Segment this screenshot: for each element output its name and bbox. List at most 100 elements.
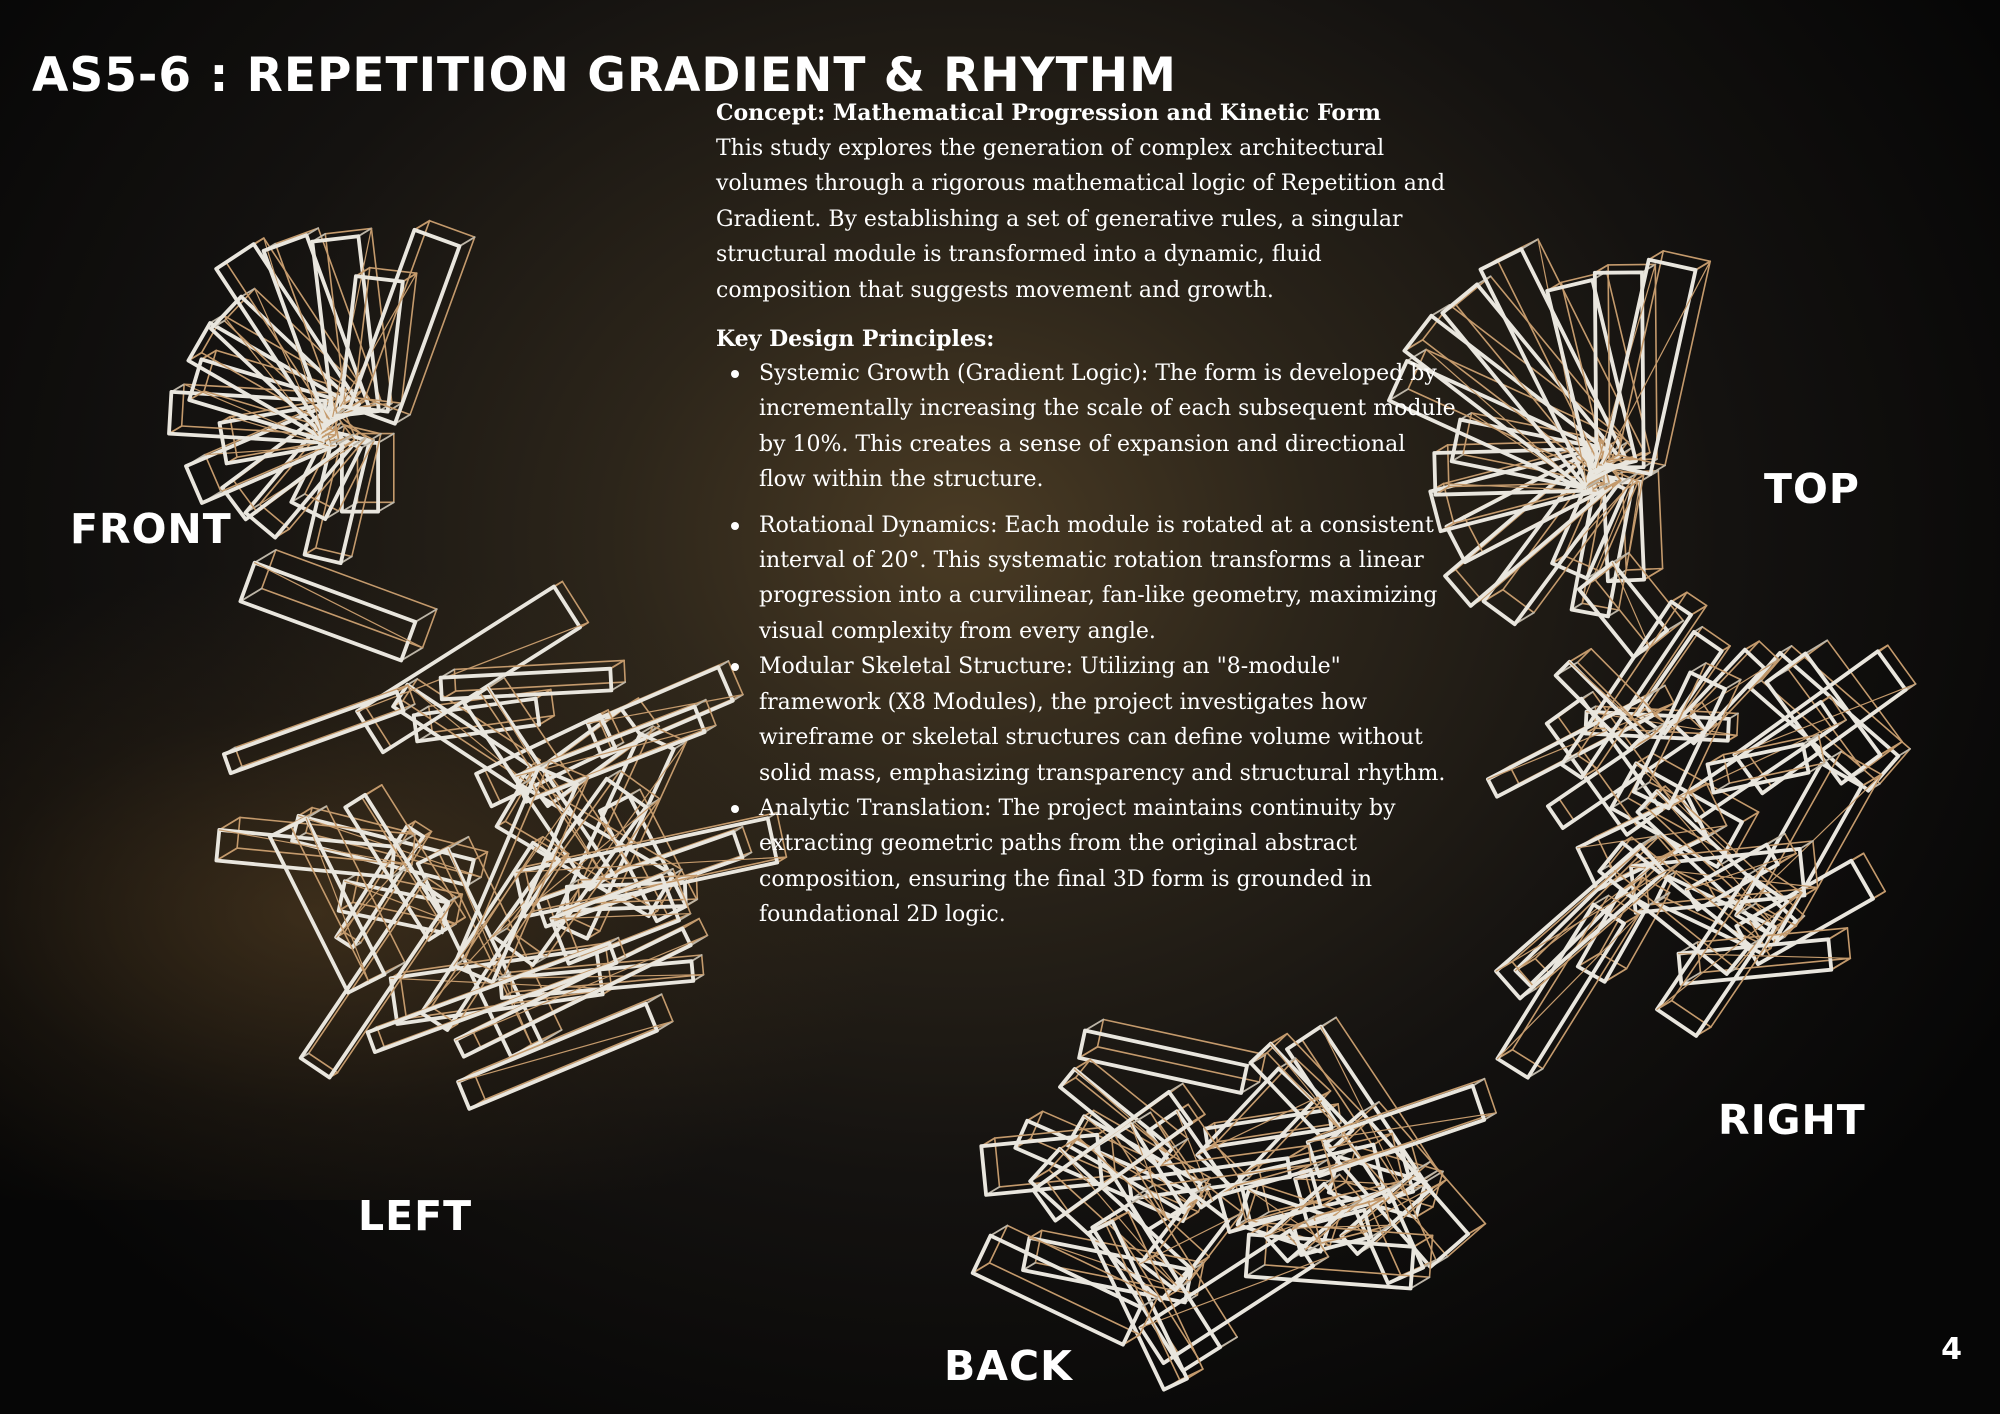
wireframe-stroke [486,676,505,689]
wireframe-stroke [1240,1081,1261,1094]
wireframe-stroke [1559,599,1693,780]
wireframe-stroke [305,227,320,236]
front-view-model-image [40,120,680,566]
wireframe-stroke [1421,1169,1440,1181]
bullet-icon [731,663,739,672]
wireframe-stroke [1876,644,1889,653]
wireframe-stroke [1192,1185,1209,1196]
wireframe-stroke [209,294,351,433]
wireframe-stroke [1021,1235,1194,1305]
wireframe-stroke [1520,238,1539,251]
wireframe-stroke [1577,560,1670,660]
wireframe-stroke [447,848,533,1046]
wireframe-stroke [1679,719,1847,798]
wireframe-stroke [1580,690,1594,700]
wireframe-stroke [438,666,614,702]
wireframe-stroke [1413,1160,1432,1172]
wireframe-stroke [1545,278,1638,474]
wireframe-stroke [1602,454,1620,465]
wireframe-stroke [1631,670,1728,811]
wireframe-stroke [498,959,696,1000]
wireframe-stroke [457,1020,674,1083]
wireframe-stroke [318,429,336,440]
wireframe-stroke [400,646,424,662]
wireframe-stroke [1370,1224,1392,1238]
wireframe-stroke [1074,1068,1174,1158]
wireframe-stroke [1706,824,1728,839]
wireframe-stroke [222,689,406,776]
wireframe-stroke [187,357,334,441]
wireframe-stroke [1624,480,1640,491]
wireframe-stroke [1270,1043,1350,1140]
wireframe-stroke [1804,639,1829,655]
left-view-model-image [190,480,788,1220]
wireframe-stroke [1495,902,1626,1080]
wireframe-stroke [1269,1032,1289,1045]
wireframe-stroke [1741,811,1760,824]
wireframe-stroke [1360,1101,1380,1114]
wireframe-stroke [253,549,277,564]
wireframe-stroke [419,840,561,1032]
wireframe-stroke [1724,678,1742,690]
wireframe-stroke [240,287,256,298]
wireframe-stroke [1603,967,1628,983]
wireframe-stroke [302,430,372,566]
wireframe-stroke [1686,782,1708,797]
front-view-label: FRONT [70,505,232,553]
wireframe-stroke [1078,1045,1099,1059]
wireframe-stroke [1735,773,1882,916]
wireframe-stroke [1412,1234,1434,1248]
wireframe-stroke [238,560,418,663]
wireframe-stroke [377,432,395,444]
wireframe-stroke [1289,1220,1307,1232]
wireframe-stroke [1582,476,1604,491]
wireframe-stroke [494,783,676,919]
wireframe-stroke [388,946,605,1026]
wireframe-stroke [1351,1187,1426,1286]
wireframe-stroke [1677,953,1851,959]
wireframe-stroke [612,862,631,875]
wireframe-stroke [1647,249,1665,261]
wireframe-stroke [1171,1137,1189,1150]
wireframe-stroke [499,974,705,979]
principle-item-modular: Modular Skeletal Structure: Utilizing an… [716,649,1456,791]
wireframe-stroke [1592,894,1610,906]
principle-text: Modular Skeletal Structure: Utilizing an… [759,654,1446,786]
wireframe-stroke [1568,661,1652,738]
wireframe-stroke [1139,1256,1329,1329]
wireframe-stroke [413,219,431,231]
wireframe-stroke [472,850,489,861]
wireframe-stroke [1635,762,1735,858]
wireframe-stroke [1670,591,1688,603]
wireframe-stroke [1734,761,1864,940]
wireframe-stroke [341,439,356,448]
wireframe-stroke [1422,1258,1437,1269]
wireframe-stroke [1776,852,1797,866]
wireframe-stroke [1765,832,1786,846]
wireframe-stroke [1646,891,1671,907]
wireframe-stroke [1879,740,1904,756]
wireframe-stroke [1642,722,1666,738]
wireframe-stroke [731,693,744,702]
wireframe-stroke [1609,761,1744,869]
wireframe-stroke [402,703,416,712]
wireframe-stroke [576,776,590,786]
description-text-block: Concept: Mathematical Progression and Ki… [716,100,1456,933]
wireframe-stroke [514,704,707,804]
wireframe-stroke [340,272,418,407]
wireframe-stroke [1798,840,1814,850]
wireframe-stroke [1601,257,1698,477]
wireframe-stroke [1764,651,1883,786]
bullet-icon [731,804,739,813]
wireframe-stroke [1026,1110,1044,1122]
principles-list: Systemic Growth (Gradient Logic): The fo… [716,356,1456,933]
wireframe-stroke [1483,1111,1497,1121]
wireframe-stroke [447,916,467,929]
front-view-model-drawing [167,219,476,566]
wireframe-stroke [1449,417,1597,491]
wireframe-stroke [347,227,462,426]
wireframe-stroke [1363,1197,1385,1211]
wireframe-stroke [1309,1158,1329,1171]
wireframe-stroke [365,941,619,1054]
